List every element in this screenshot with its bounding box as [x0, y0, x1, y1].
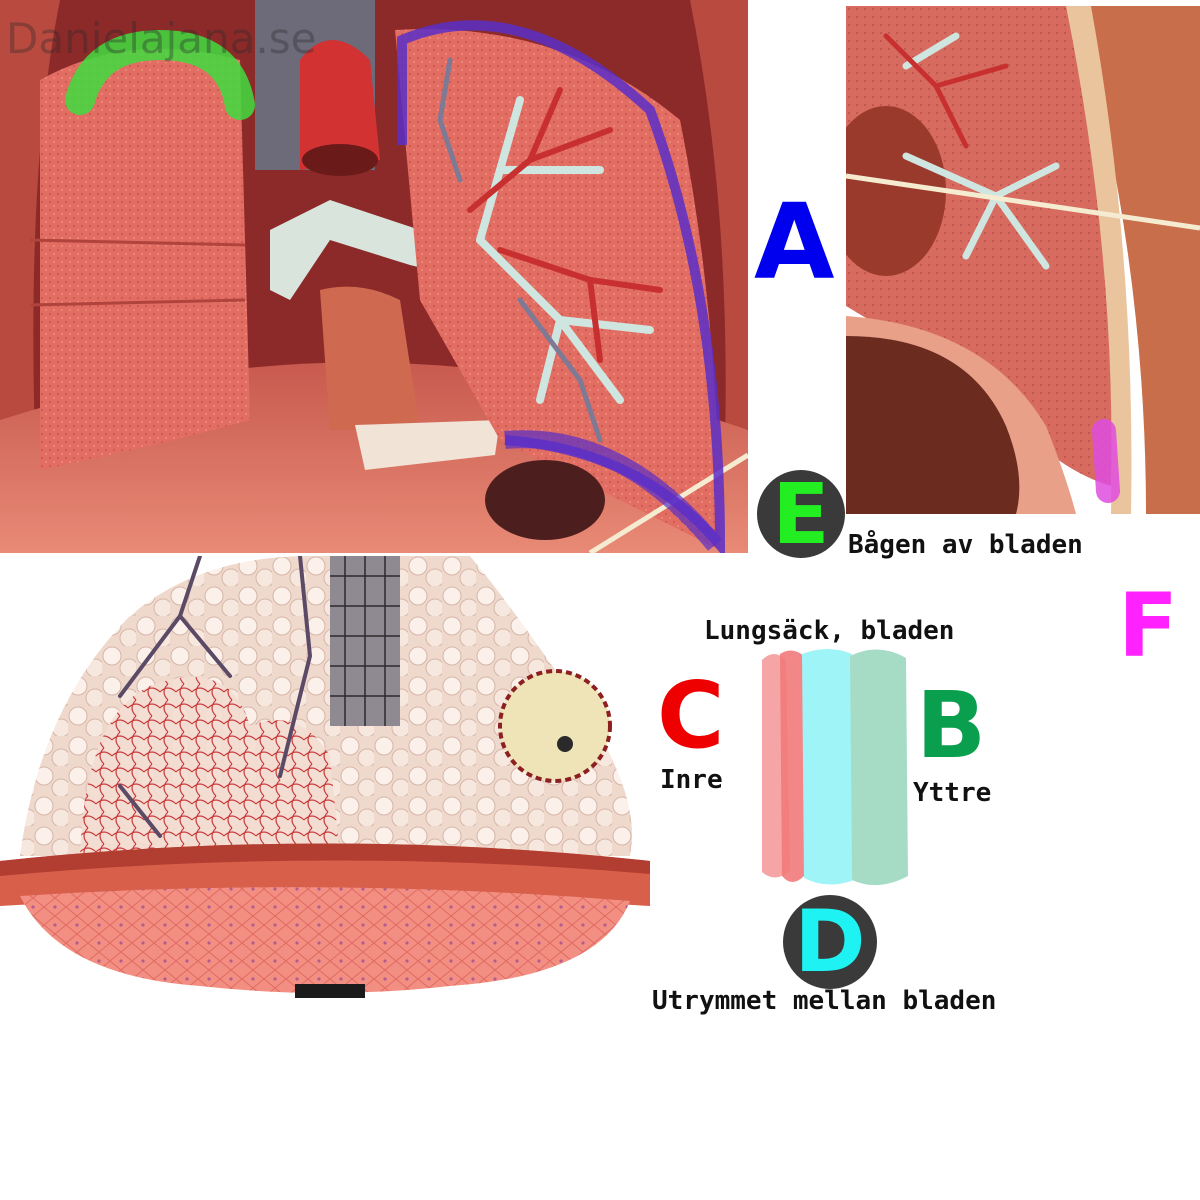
thorax-illustration: [0, 0, 748, 553]
alveoli-illustration: [0, 556, 650, 1000]
label-d-letter: D: [794, 892, 866, 992]
pleura-layers-diagram: [762, 649, 908, 886]
pleura-title: Lungsäck, bladen: [704, 616, 955, 646]
pleura-apex-highlight: [65, 29, 255, 120]
outer-layer: [850, 649, 908, 886]
alveoli-model-photo: [0, 556, 650, 1000]
label-a-letter: A: [754, 181, 835, 303]
label-d-badge: D: [783, 895, 877, 989]
costodiaphragmatic-recess-highlight: [1092, 419, 1120, 503]
lung-side-illustration: [846, 6, 1200, 514]
inner-layer-dark: [780, 650, 804, 882]
label-c-caption: Inre: [660, 765, 723, 795]
label-c-letter: C: [657, 662, 725, 769]
label-e-badge: E: [757, 470, 845, 558]
label-e-letter: E: [772, 465, 830, 563]
thorax-model-photo: Danielajana.se: [0, 0, 748, 553]
label-e-caption: Bågen av bladen: [848, 530, 1083, 560]
watermark-text: Danielajana.se: [6, 14, 317, 63]
intrapleural-space: [802, 649, 854, 885]
label-f-letter: F: [1118, 574, 1179, 677]
lung-side-photo: [846, 6, 1200, 514]
label-d-caption: Utrymmet mellan bladen: [652, 986, 997, 1016]
label-b-letter: B: [916, 672, 987, 779]
label-b-caption: Yttre: [913, 778, 992, 808]
